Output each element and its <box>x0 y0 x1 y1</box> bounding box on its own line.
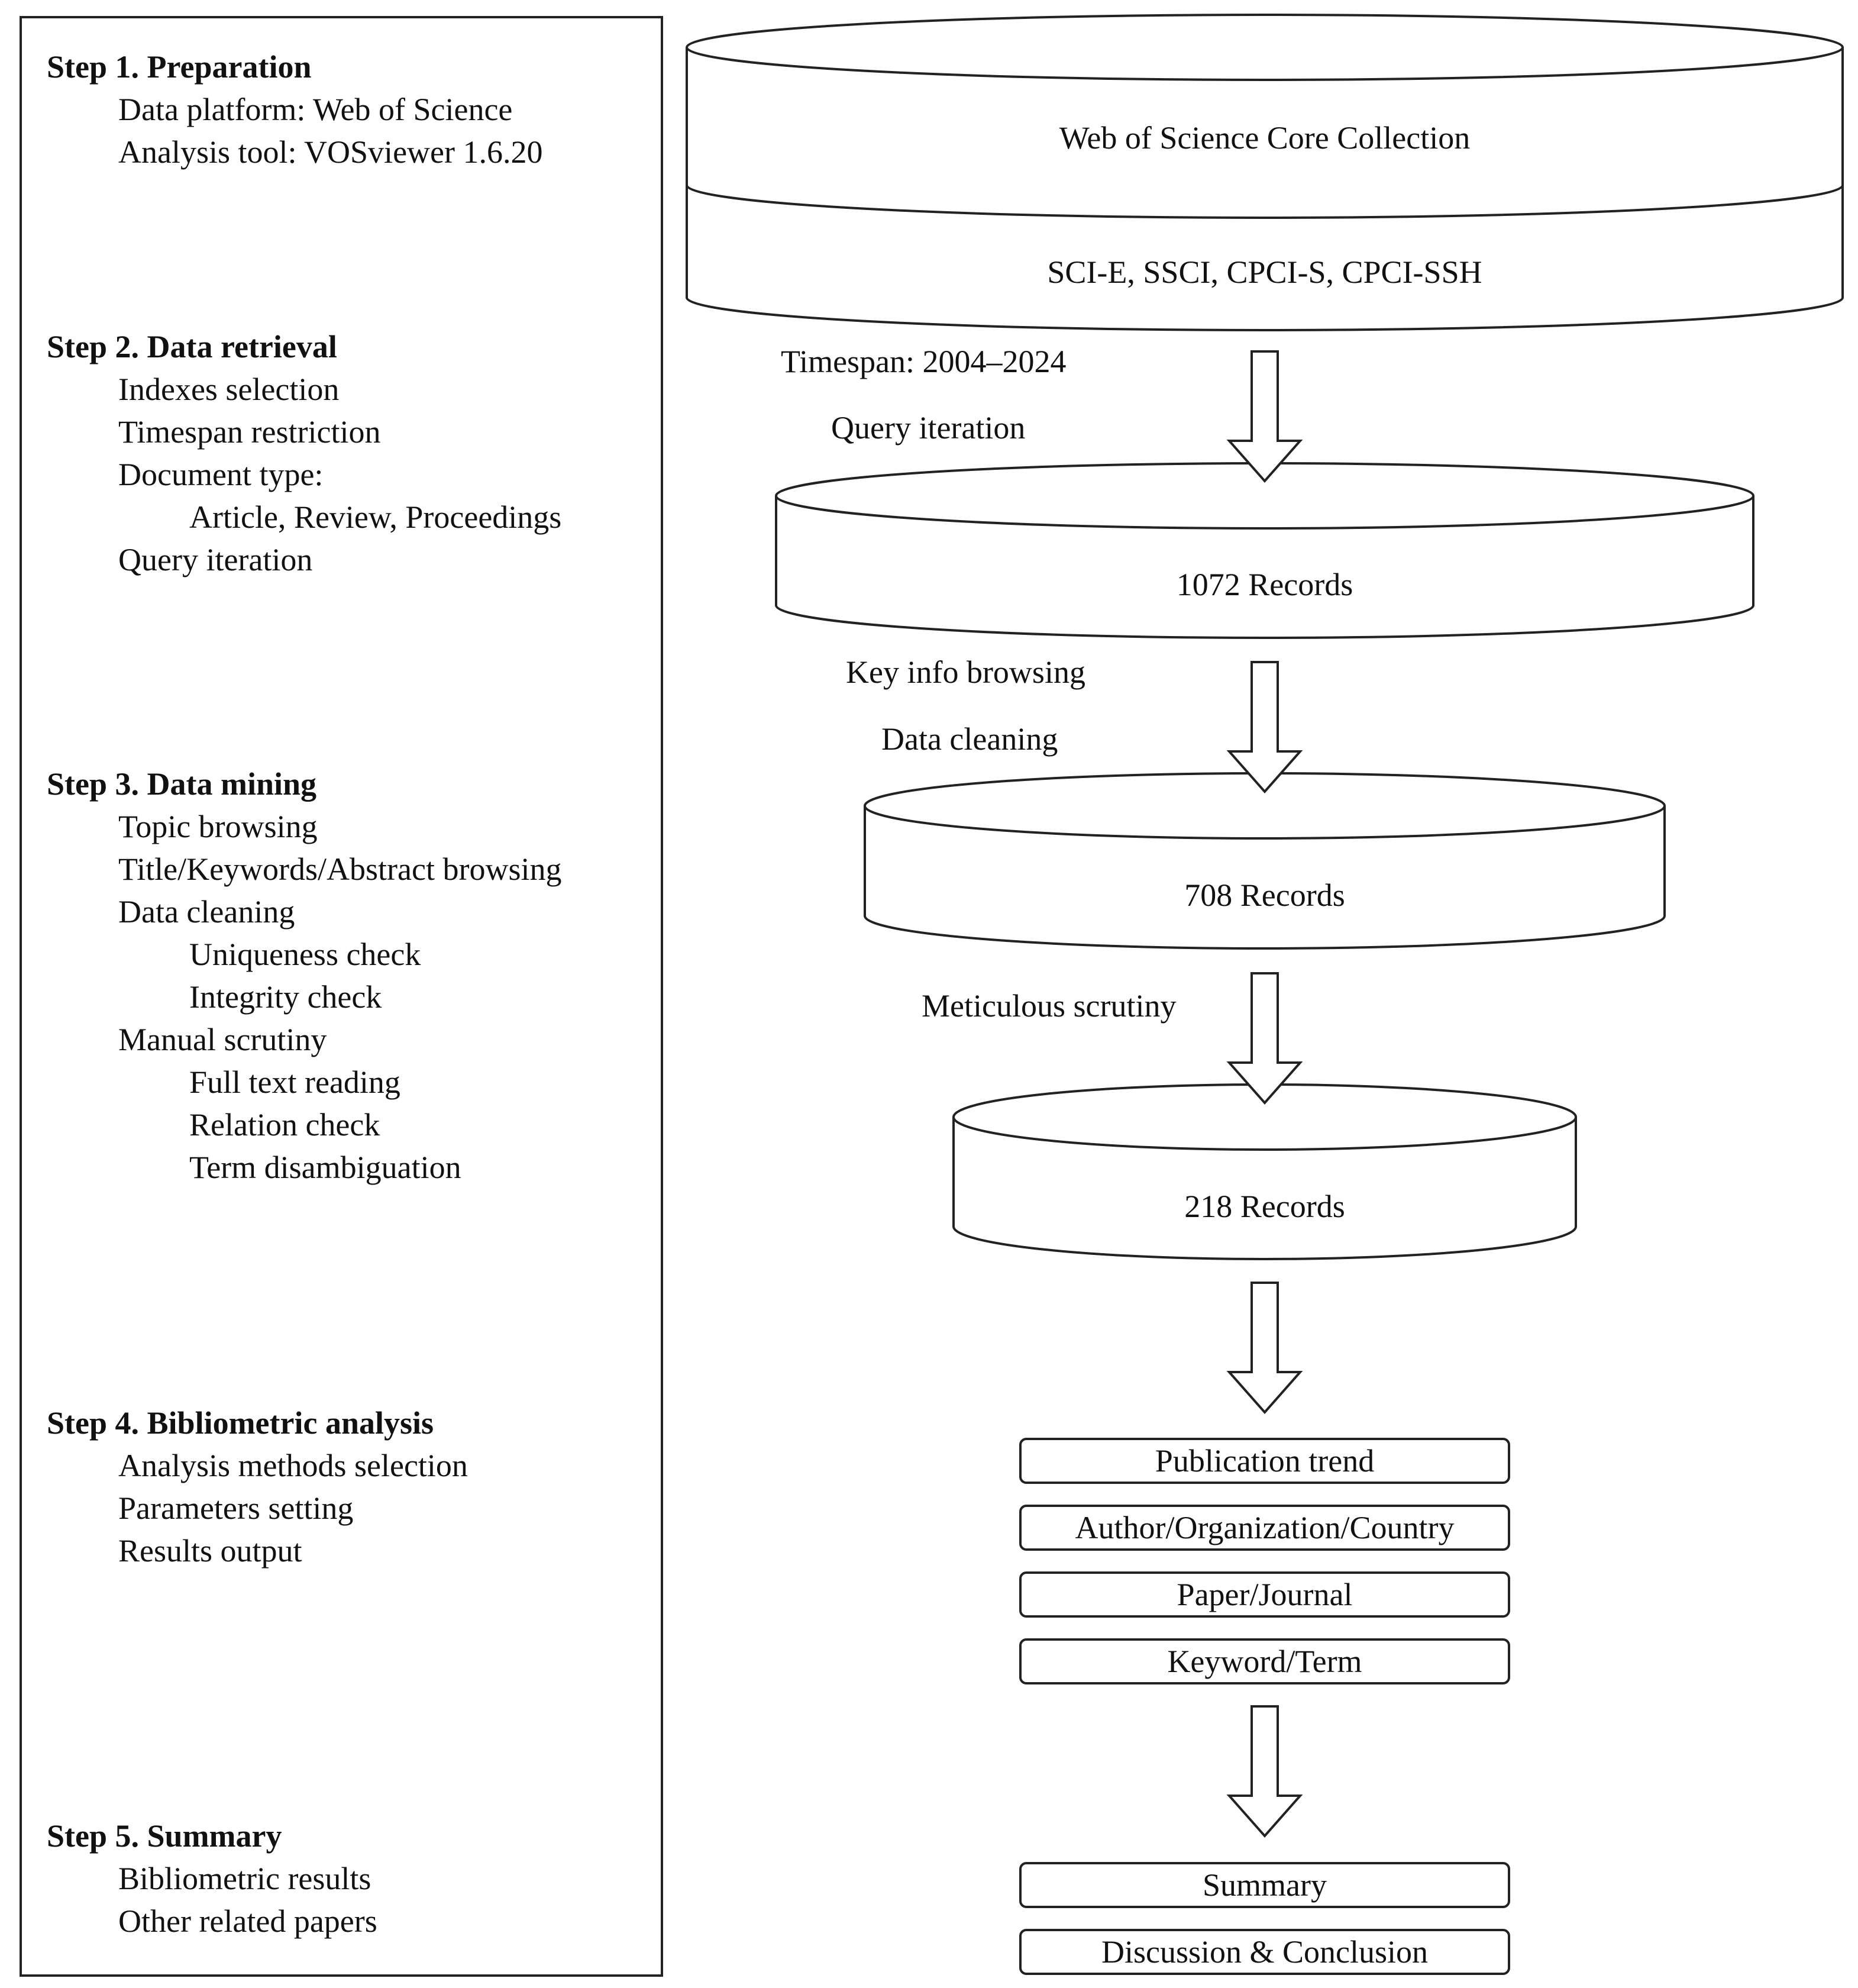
database-cylinder <box>686 14 1844 331</box>
step-3-item: Title/Keywords/Abstract browsing <box>118 851 562 887</box>
step-1-item: Data platform: Web of Science <box>118 92 513 127</box>
step-4-item: Results output <box>118 1533 302 1569</box>
database-title: Web of Science Core Collection <box>1059 120 1471 156</box>
step-2-item: Document type: <box>118 457 324 492</box>
records-cylinder-708 <box>864 772 1666 950</box>
analysis-box-label: Author/Organization/Country <box>1075 1510 1455 1545</box>
analysis-box <box>1019 1638 1510 1684</box>
step-5-item: Bibliometric results <box>118 1861 371 1896</box>
records-cylinder-1072 <box>775 462 1754 639</box>
arrow-down-icon <box>1226 972 1303 1105</box>
step-3-subitem: Relation check <box>189 1107 380 1143</box>
arrow-down-icon <box>1226 1705 1303 1838</box>
step-3-item: Topic browsing <box>118 809 318 844</box>
steps-panel: Step 1. Preparation Data platform: Web o… <box>20 16 663 1977</box>
analysis-box <box>1019 1571 1510 1618</box>
analysis-box-label: Keyword/Term <box>1167 1644 1362 1679</box>
step-1-title: Step 1. Preparation <box>47 49 312 85</box>
arrow-down-icon <box>1226 661 1303 794</box>
step-2-item: Query iteration <box>118 542 313 577</box>
arrow-down-icon <box>1226 350 1303 483</box>
step-3-subitem: Integrity check <box>189 979 382 1015</box>
step-4-title: Step 4. Bibliometric analysis <box>47 1405 434 1441</box>
step-3-subitem: Full text reading <box>189 1064 400 1100</box>
step-2-item: Indexes selection <box>118 372 340 407</box>
step-3-subitem: Term disambiguation <box>189 1150 461 1185</box>
step-2-subitem: Article, Review, Proceedings <box>189 499 562 535</box>
summary-box <box>1019 1862 1510 1908</box>
step-4-block: Step 4. Bibliometric analysis Analysis m… <box>47 1402 468 1572</box>
records-1072-label: 1072 Records <box>1176 567 1353 602</box>
step-3-title: Step 3. Data mining <box>47 766 317 802</box>
meticulous-scrutiny-label: Meticulous scrutiny <box>922 988 1177 1024</box>
step-3-item: Manual scrutiny <box>118 1022 327 1057</box>
summary-box <box>1019 1929 1510 1975</box>
analysis-box <box>1019 1505 1510 1551</box>
step-4-item: Parameters setting <box>118 1490 354 1526</box>
analysis-box-label: Paper/Journal <box>1177 1577 1353 1612</box>
step-3-block: Step 3. Data mining Topic browsing Title… <box>47 763 561 1189</box>
arrow-down-icon <box>1226 1282 1303 1415</box>
step-5-item: Other related papers <box>118 1903 377 1939</box>
step-3-subitem: Uniqueness check <box>189 937 421 972</box>
step-1-block: Step 1. Preparation Data platform: Web o… <box>47 46 542 173</box>
step-2-title: Step 2. Data retrieval <box>47 329 337 364</box>
step-1-item: Analysis tool: VOSviewer 1.6.20 <box>118 134 543 170</box>
discussion-box-label: Discussion & Conclusion <box>1101 1934 1429 1970</box>
step-3-item: Data cleaning <box>118 894 295 930</box>
data-cleaning-label: Data cleaning <box>881 721 1058 757</box>
step-2-block: Step 2. Data retrieval Indexes selection… <box>47 325 561 581</box>
step-4-item: Analysis methods selection <box>118 1448 468 1483</box>
key-info-browsing-label: Key info browsing <box>846 654 1085 690</box>
summary-box-label: Summary <box>1203 1867 1327 1903</box>
step-5-title: Step 5. Summary <box>47 1818 282 1854</box>
records-708-label: 708 Records <box>1184 877 1345 913</box>
records-cylinder-218 <box>952 1083 1577 1260</box>
analysis-box-label: Publication trend <box>1155 1443 1375 1479</box>
step-5-block: Step 5. Summary Bibliometric results Oth… <box>47 1815 377 1942</box>
analysis-box <box>1019 1438 1510 1484</box>
step-2-item: Timespan restriction <box>118 414 381 450</box>
records-218-label: 218 Records <box>1184 1189 1345 1224</box>
timespan-label: Timespan: 2004–2024 <box>781 344 1067 379</box>
query-iteration-label: Query iteration <box>831 410 1026 446</box>
database-indexes: SCI-E, SSCI, CPCI-S, CPCI-SSH <box>1047 254 1482 290</box>
